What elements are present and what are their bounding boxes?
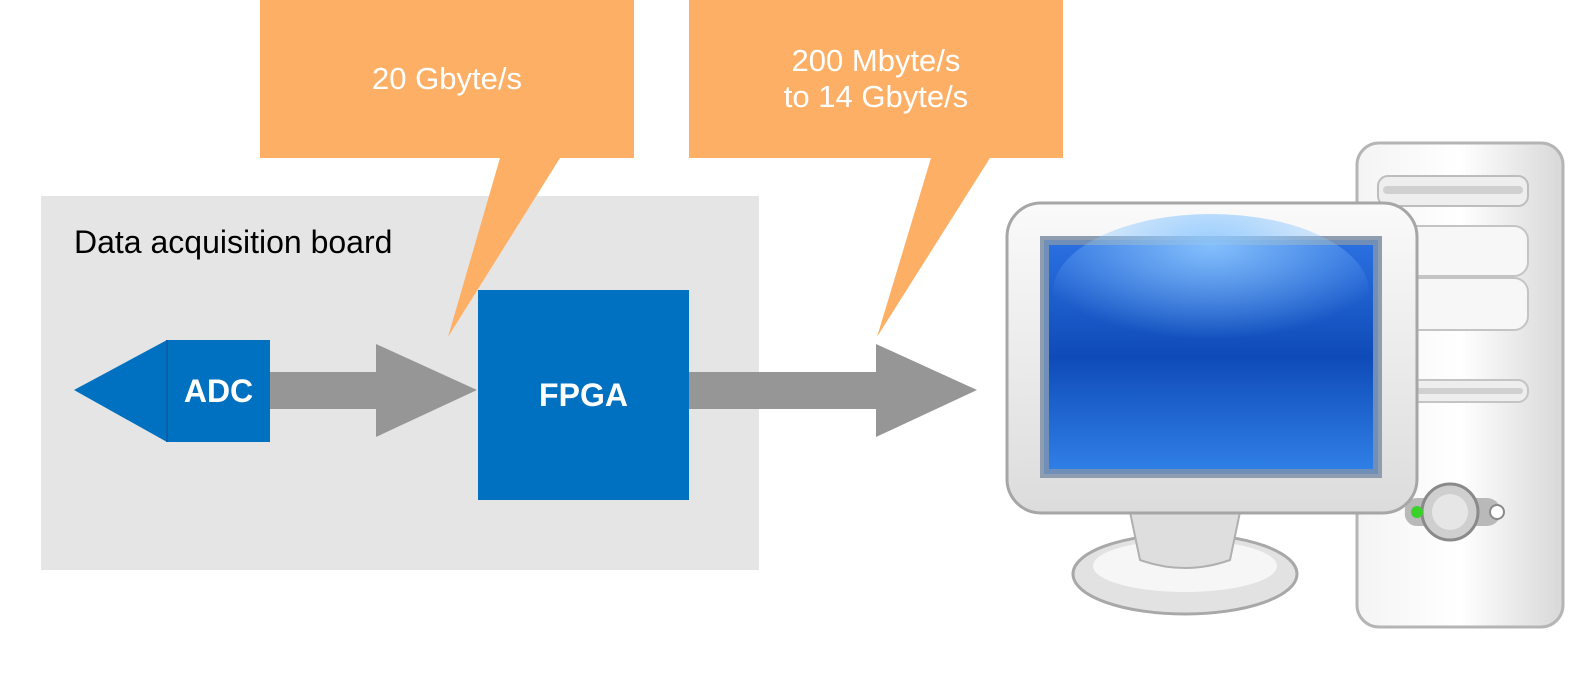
- arrow-fpga-to-pc: [688, 344, 977, 437]
- callout-fpga-to-pc: [689, 0, 1063, 337]
- callout-text-line: 200 Mbyte/s: [791, 43, 961, 78]
- callout-fpga-to-pc-text: 200 Mbyte/s to 14 Gbyte/s: [689, 0, 1063, 158]
- callout-text-line: to 14 Gbyte/s: [783, 79, 969, 114]
- callout-adc-to-fpga: [260, 0, 634, 337]
- board-label: Data acquisition board: [74, 224, 393, 260]
- fpga-label: FPGA: [539, 376, 628, 413]
- adc-block: [74, 340, 270, 442]
- callout-adc-to-fpga-text: 20 Gbyte/s: [260, 0, 634, 158]
- fpga-block: [478, 290, 689, 500]
- arrow-adc-to-fpga: [268, 344, 477, 437]
- adc-label: ADC: [183, 372, 254, 409]
- desktop-computer-icon: [1005, 141, 1565, 629]
- callout-text-line: 20 Gbyte/s: [372, 61, 522, 96]
